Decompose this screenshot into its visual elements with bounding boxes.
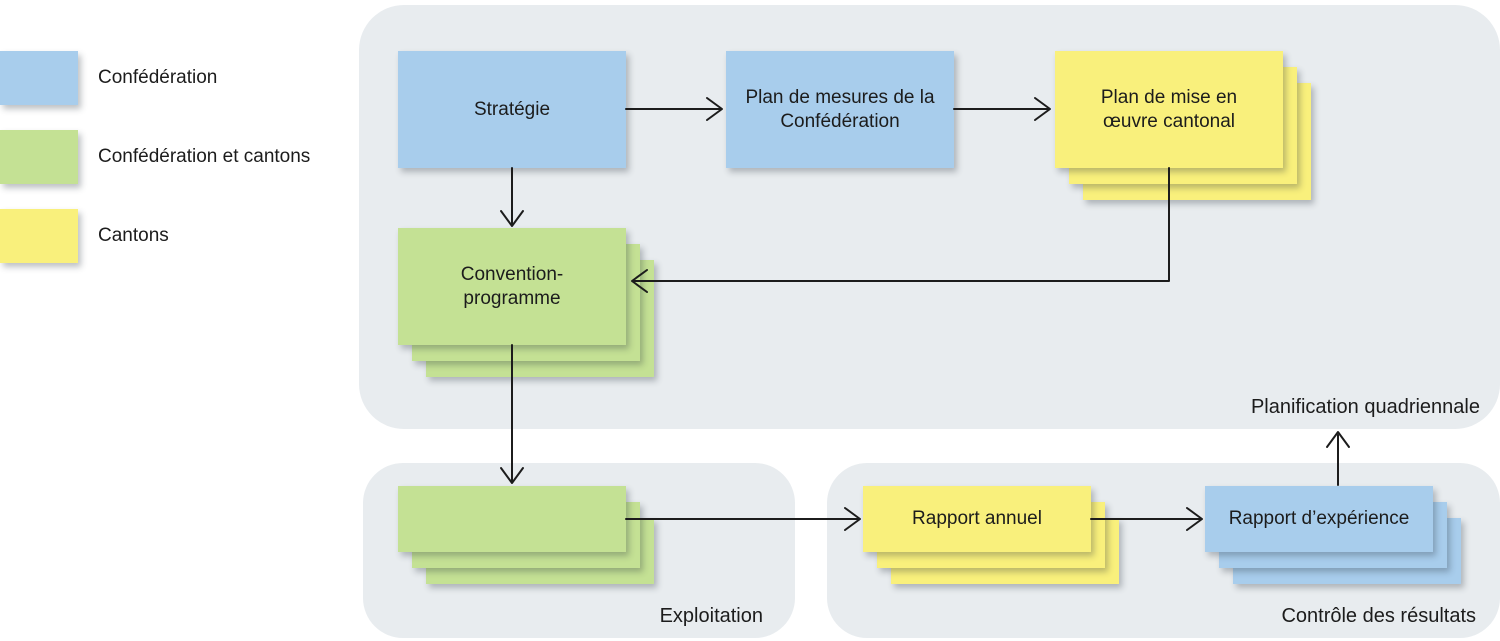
rapport-experience-card: Rapport d’expérience [1205,486,1433,552]
planification-label: Planification quadriennale [1250,396,1480,418]
convention-label: Convention-programme [460,263,564,309]
legend-swatch-confederation-cantons [0,130,78,184]
plan-mesures-label: Plan de mesures de la Confédération [745,86,935,132]
node-plan-mesures: Plan de mesures de la Confédération [726,51,954,168]
rapport-annuel-card: Rapport annuel [863,486,1091,552]
convention-card: Convention-programme [398,228,626,345]
node-rapport-experience: Rapport d’expérience [1205,486,1461,584]
plan-mesures-card: Plan de mesures de la Confédération [726,51,954,168]
rapport-experience-label: Rapport d’expérience [1228,508,1410,530]
node-plan-mise-oeuvre: Plan de mise en œuvre cantonal [1055,51,1311,200]
strategie-card: Stratégie [398,51,626,168]
legend-swatch-cantons [0,209,78,263]
legend-label-confederation-cantons: Confédération et cantons [98,146,311,167]
node-exploitation-docs [398,486,654,584]
rapport-annuel-label: Rapport annuel [912,508,1042,530]
plan-mise-oeuvre-label: Plan de mise en œuvre cantonal [1100,86,1238,132]
legend-label-confederation: Confédération [98,67,218,88]
node-convention-programme: Convention-programme [398,228,654,377]
plan-mise-oeuvre-card: Plan de mise en œuvre cantonal [1055,51,1283,168]
strategie-label: Stratégie [473,98,551,120]
legend-swatch-confederation [0,51,78,105]
node-rapport-annuel: Rapport annuel [863,486,1119,584]
legend-label-cantons: Cantons [98,225,169,246]
exploitation-label: Exploitation [659,605,763,627]
exploitation-docs-card [398,486,626,552]
controle-resultats-label: Contrôle des résultats [1281,605,1476,627]
node-strategie: Stratégie [398,51,626,168]
